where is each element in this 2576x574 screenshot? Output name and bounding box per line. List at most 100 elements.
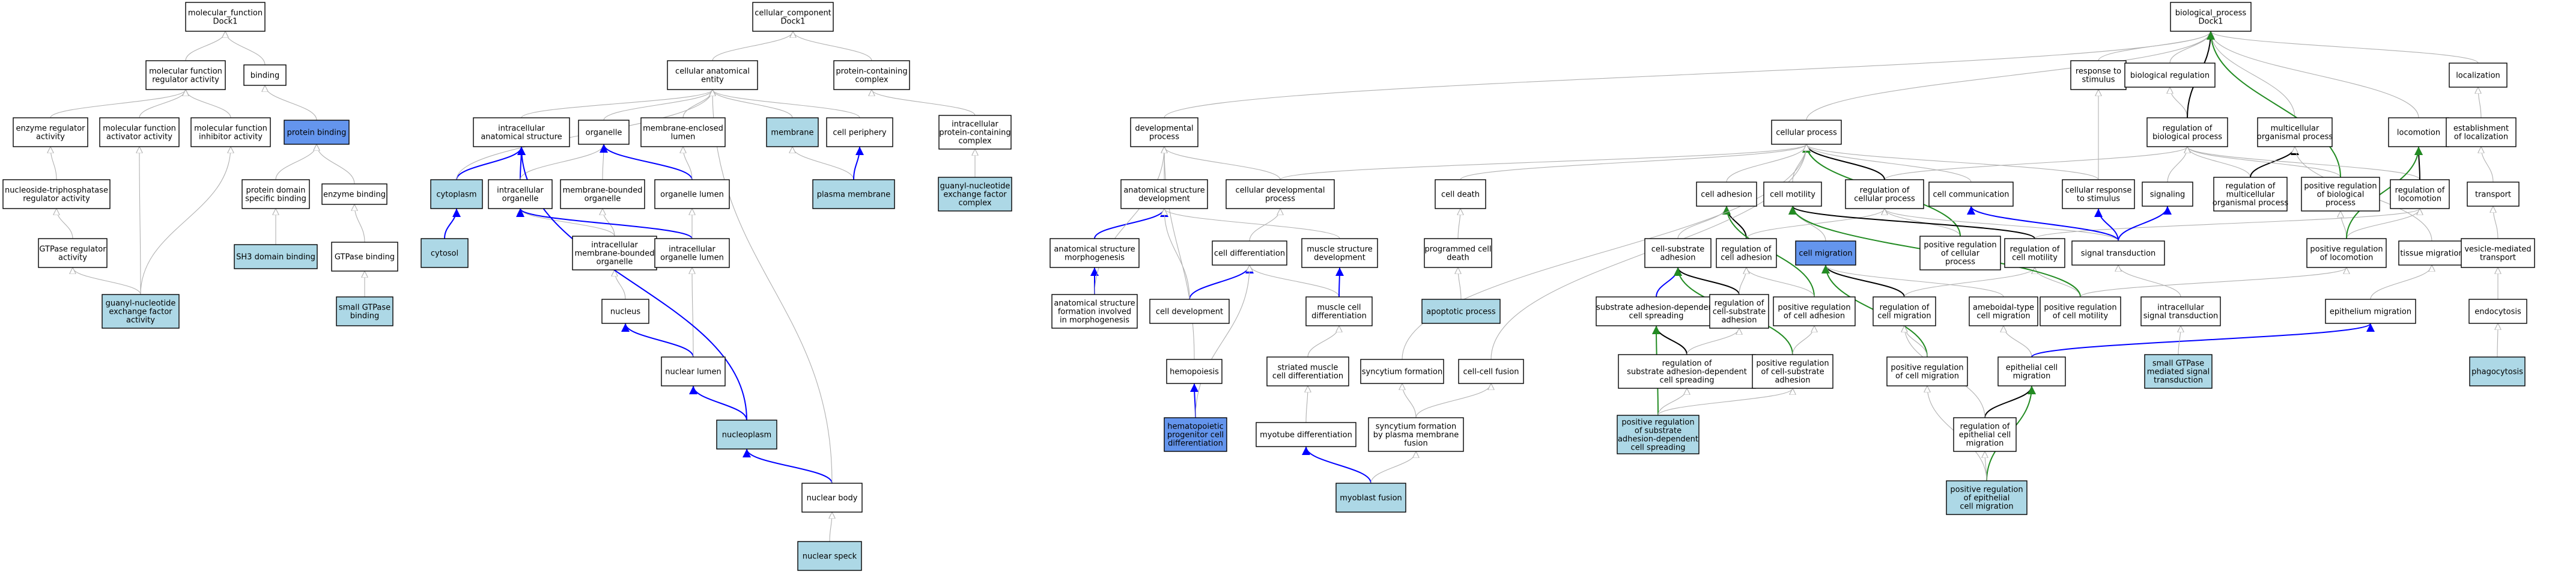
term-node-cellfusion[interactable]: cell-cell fusion [1458,359,1524,384]
term-node-plasmamem[interactable]: plasma membrane [812,179,895,209]
term-node-cellmig[interactable]: cell migration [1795,240,1856,266]
term-node-myotube[interactable]: myotube differentiation [1256,422,1356,447]
term-node-locomotion[interactable]: locomotion [2388,117,2449,147]
term-node-localization[interactable]: localization [2449,63,2508,88]
term-node-cellmot[interactable]: cell motility [1763,182,1822,207]
term-node-membrane[interactable]: membrane [766,117,819,147]
term-node-bioreg[interactable]: biological regulation [2124,63,2216,88]
term-node-epimig[interactable]: epithelium migration [2325,299,2416,324]
term-node-nuclumen[interactable]: nuclear lumen [661,356,726,386]
term-node-phagocytosis[interactable]: phagocytosis [2469,356,2526,386]
term-node-hemopoiesis[interactable]: hemopoiesis [1166,359,1223,384]
term-node-enzbind[interactable]: enzyme binding [321,183,387,205]
term-node-tissuemig[interactable]: tissue migration [2398,240,2465,266]
term-node-celldeath[interactable]: cell death [1435,179,1486,209]
term-node-organelle[interactable]: organelle [578,120,630,145]
term-node-cellcomm[interactable]: cell communication [1928,182,2014,207]
term-node-celldev[interactable]: cell development [1149,299,1230,324]
term-node-transport[interactable]: transport [2467,182,2520,207]
term-node-cytoplasm[interactable]: cytoplasm [430,179,483,209]
term-node-syncform[interactable]: syncytium formation [1360,359,1444,384]
term-node-nucbody[interactable]: nuclear body [801,483,863,513]
term-node-orglumen[interactable]: organelle lumen [654,179,730,209]
term-node-gtpasebind[interactable]: GTPase binding [331,242,398,272]
term-node-apoptotic[interactable]: apoptotic process [1421,299,1501,324]
term-node-cellproc[interactable]: cellular process [1771,120,1842,145]
term-node-endocytosis[interactable]: endocytosis [2468,299,2527,324]
term-node-nucspeck[interactable]: nuclear speck [797,541,862,571]
term-node-binding[interactable]: binding [243,64,287,86]
term-node-nucleoplasm[interactable]: nucleoplasm [716,420,777,450]
term-node-signaling[interactable]: signaling [2142,182,2193,207]
term-node-sigtrans[interactable]: signal transduction [2071,240,2165,266]
term-node-celldiff[interactable]: cell differentiation [1212,240,1287,266]
term-node-cytosol[interactable]: cytosol [421,238,469,268]
term-node-protbind[interactable]: protein binding [284,120,350,145]
term-node-celladh[interactable]: cell adhesion [1696,182,1757,207]
term-node-sh3[interactable]: SH3 domain binding [234,244,318,269]
term-node-nucleus[interactable]: nucleus [601,299,649,324]
